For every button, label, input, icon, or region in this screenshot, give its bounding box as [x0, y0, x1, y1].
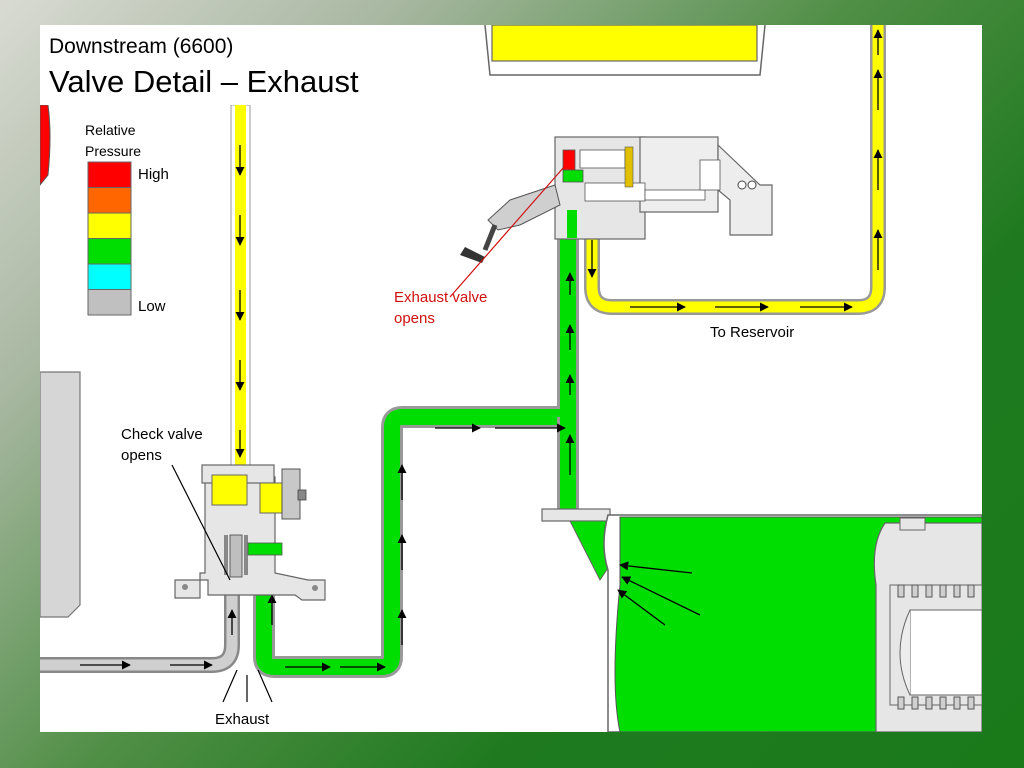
legend-swatch-2 — [87, 187, 132, 214]
red-component-edge — [40, 104, 51, 186]
pressure-legend — [87, 161, 132, 316]
exhaust-label: Exhaust — [215, 711, 270, 728]
supply-line-vertical — [230, 104, 251, 471]
check-valve-label: Check valve opens — [121, 424, 203, 466]
page-subtitle: Downstream (6600) — [49, 35, 234, 58]
legend-swatch-3 — [87, 212, 132, 239]
exhaust-valve-label-line1: Exhaust valve — [394, 289, 488, 306]
exhaust-callout-lines — [222, 669, 273, 703]
exhaust-valve-assembly — [460, 136, 773, 263]
left-gray-block — [40, 371, 81, 618]
legend-title-line2: Pressure — [85, 143, 142, 159]
legend-high-label: High — [138, 166, 169, 183]
check-valve-callout-line — [171, 464, 231, 581]
reservoir-loop-line — [584, 25, 886, 315]
legend-low-label: Low — [138, 298, 166, 315]
exhaust-valve-callout-line — [449, 166, 565, 298]
check-valve-label-line1: Check valve — [121, 426, 203, 443]
brake-chamber — [541, 508, 982, 732]
legend-swatch-1 — [87, 161, 132, 188]
delivery-line — [253, 235, 579, 678]
legend-title: Relative Pressure — [85, 120, 141, 162]
top-reservoir-tank — [484, 25, 766, 76]
exhaust-line — [40, 595, 240, 673]
page-title: Valve Detail – Exhaust — [49, 64, 359, 99]
diagram-canvas: Downstream (6600) Valve Detail – Exhaust… — [40, 25, 982, 732]
exhaust-valve-label-line2: opens — [394, 310, 435, 327]
exhaust-valve-label: Exhaust valve opens — [394, 287, 487, 329]
title-block: Downstream (6600) Valve Detail – Exhaust — [40, 25, 400, 105]
legend-swatch-6 — [87, 289, 132, 316]
legend-swatch-4 — [87, 238, 132, 265]
valve-diagram — [40, 25, 982, 732]
check-valve-housing — [174, 464, 326, 601]
check-valve-label-line2: opens — [121, 447, 162, 464]
to-reservoir-label: To Reservoir — [710, 324, 795, 341]
legend-swatch-5 — [87, 263, 132, 290]
legend-title-line1: Relative — [85, 122, 136, 138]
